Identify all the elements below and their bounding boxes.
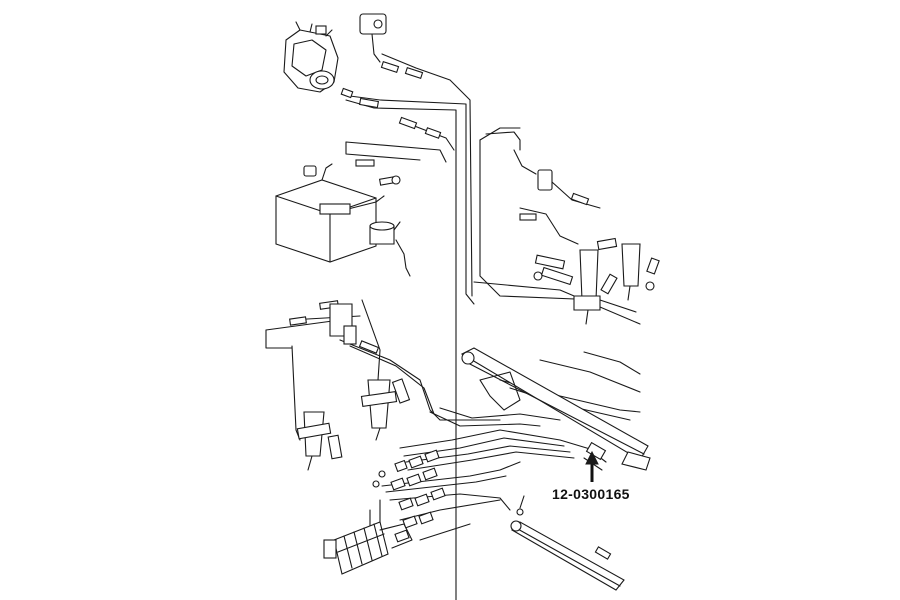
left-cylinder-group — [296, 299, 411, 471]
right-cylinder-group — [513, 149, 660, 325]
hydraulic-pump — [283, 21, 339, 93]
lower-cylinder — [510, 495, 625, 591]
hose-fittings — [289, 60, 442, 354]
part-number-label: 12-0300165 — [552, 486, 630, 502]
valve-fitting-cluster — [372, 449, 446, 543]
hydraulic-hose-lines — [265, 53, 641, 600]
return-filter — [369, 221, 411, 277]
control-valve-bank — [323, 521, 413, 575]
part-callout-arrow — [585, 450, 599, 482]
boom-cylinder — [460, 347, 651, 471]
relief-valve-top — [359, 13, 387, 63]
hydraulic-reservoir — [275, 163, 385, 263]
